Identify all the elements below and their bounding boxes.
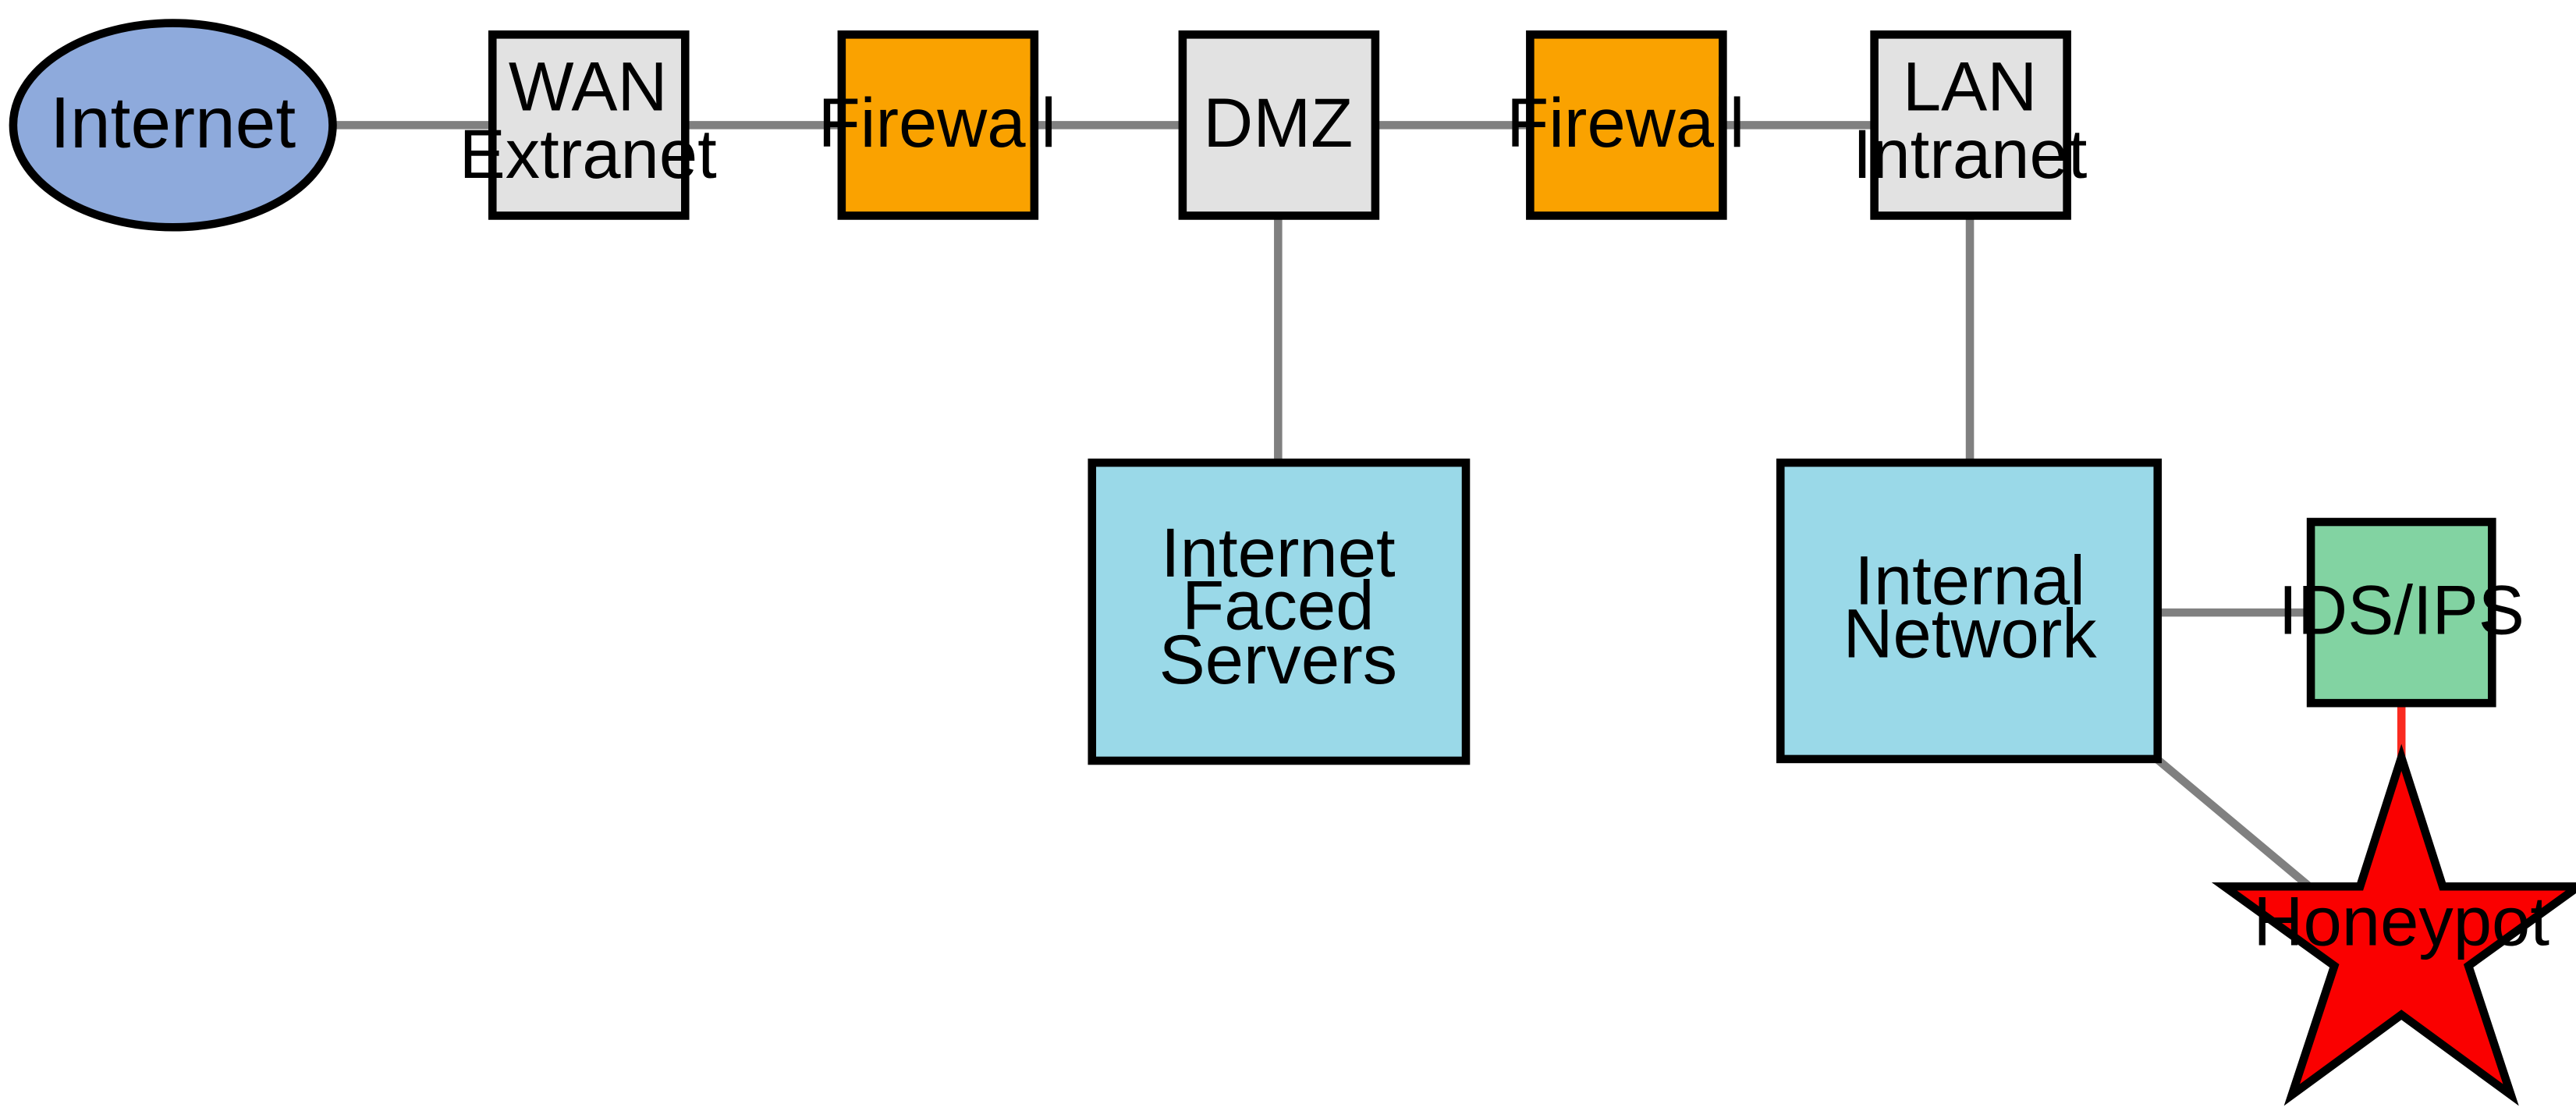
internal-network-label-line2: Network: [1843, 594, 2097, 672]
firewall-outer-label: Firewall: [818, 84, 1056, 161]
ids-ips-label: IDS/IPS: [2279, 572, 2525, 649]
dmz-rect-shape: [1178, 30, 1380, 220]
dmz-label: DMZ: [1203, 84, 1353, 161]
lan-intranet-label-line1: LAN: [1903, 48, 2037, 126]
internal-network-label-line1: Internal: [1854, 542, 2085, 619]
internet-faced-servers-label-line1: Internet: [1161, 514, 1396, 591]
link-internal-network-to-honeypot: [2148, 751, 2315, 893]
lan-intranet-rect-shape: [1870, 30, 2071, 220]
internet-faced-servers-label-line3: Servers: [1159, 621, 1397, 698]
node-lan-intranet[interactable]: LAN Intranet: [1853, 30, 2088, 220]
internet-ellipse-shape: [9, 19, 337, 232]
internal-network-rect-shape: [1776, 458, 2163, 764]
node-honeypot[interactable]: Honeypot: [2211, 744, 2576, 1106]
firewall-outer-rect-shape: [837, 30, 1039, 220]
honeypot-star-shape: [2211, 744, 2576, 1106]
lan-intranet-label-line2: Intranet: [1853, 115, 2088, 193]
honeypot-label: Honeypot: [2253, 883, 2549, 960]
node-dmz[interactable]: DMZ: [1178, 30, 1380, 220]
node-internet[interactable]: Internet: [9, 19, 337, 232]
node-internet-faced-servers[interactable]: Internet Faced Servers: [1088, 458, 1471, 765]
node-firewall-inner[interactable]: Firewall: [1506, 30, 1745, 220]
firewall-inner-label: Firewall: [1506, 84, 1744, 161]
internet-label: Internet: [50, 82, 296, 163]
node-ids-ips[interactable]: IDS/IPS: [2279, 517, 2525, 708]
internet-faced-servers-rect-shape: [1088, 458, 1471, 765]
wan-extranet-label-line2: Extranet: [459, 115, 717, 193]
wan-extranet-label-line1: WAN: [509, 48, 668, 126]
firewall-inner-rect-shape: [1526, 30, 1727, 220]
node-wan-extranet[interactable]: WAN Extranet: [459, 30, 717, 220]
node-firewall-outer[interactable]: Firewall: [818, 30, 1056, 220]
node-internal-network[interactable]: Internal Network: [1776, 458, 2163, 764]
ids-ips-rect-shape: [2306, 517, 2496, 708]
link-layer: [329, 121, 2406, 893]
wan-extranet-rect-shape: [488, 30, 690, 220]
internet-faced-servers-label-line2: Faced: [1182, 566, 1374, 644]
